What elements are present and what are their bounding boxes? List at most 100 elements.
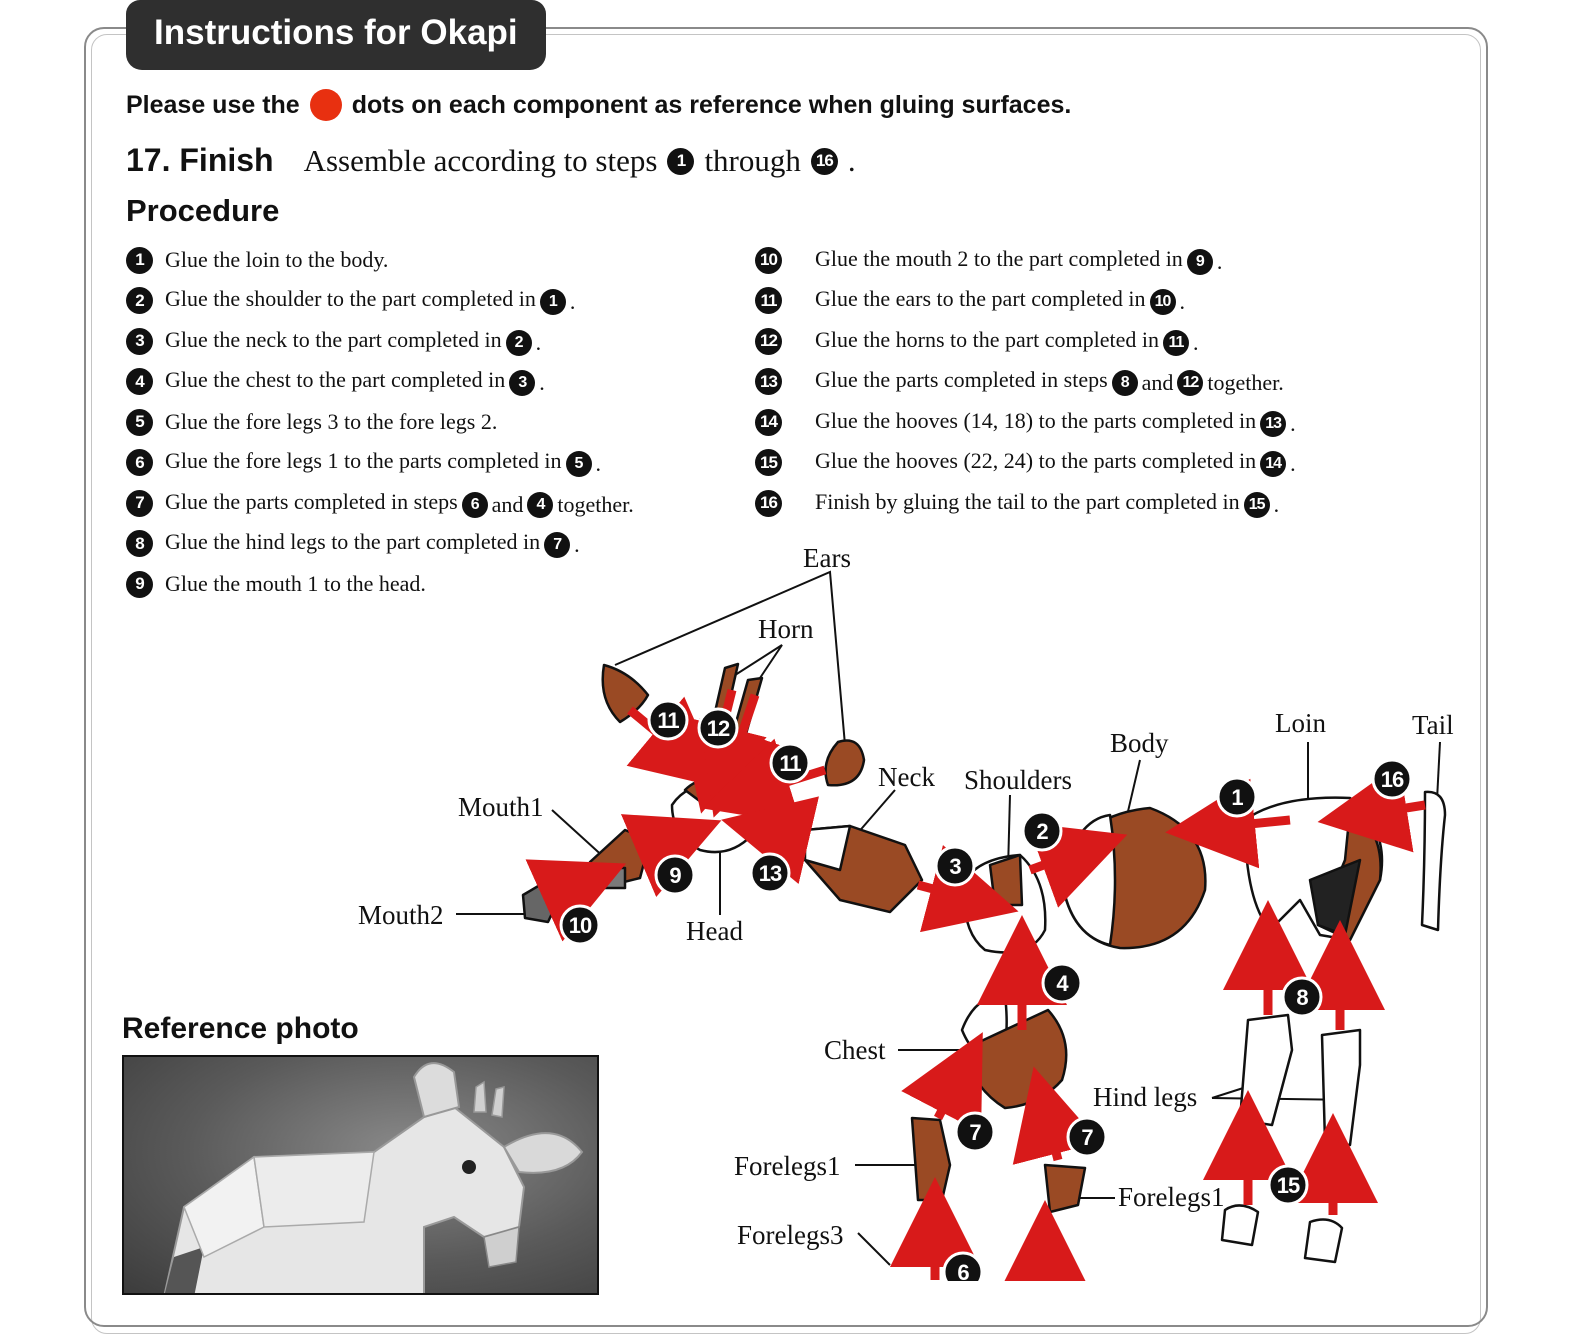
step-number-badge: 11 xyxy=(755,287,782,315)
step-reference: 10 . xyxy=(1149,289,1185,316)
step-number-badge: 14 xyxy=(755,408,782,436)
step-reference: 11 . xyxy=(1162,329,1198,356)
procedure-step-text: Finish by gluing the tail to the part co… xyxy=(815,489,1279,518)
step-number-badge: 13 xyxy=(755,368,782,396)
procedure-step: 1 Glue the loin to the body. xyxy=(126,240,634,281)
step-number-badge: 3 xyxy=(126,327,153,355)
step-reference: 2 . xyxy=(505,329,541,356)
step-number-badge: 2 xyxy=(126,287,153,315)
procedure-step-instruction: Glue the fore legs 3 to the fore legs 2. xyxy=(165,409,498,435)
step-number-badge: 3 xyxy=(509,370,536,397)
procedure-step-instruction: Glue the parts completed in steps xyxy=(815,367,1108,393)
step-reference-tail: together. xyxy=(1207,370,1284,396)
step-reference: 1 . xyxy=(539,289,575,316)
step-number-badge: 13 xyxy=(1260,410,1287,437)
finish-text-after: . xyxy=(847,143,856,178)
procedure-step-instruction: Glue the ears to the part completed in xyxy=(815,286,1146,312)
okapi-photo-illustration xyxy=(163,1062,584,1293)
step-number-badge: 7 xyxy=(126,489,153,517)
procedure-step-instruction: Glue the mouth 2 to the part completed i… xyxy=(815,245,1183,271)
step-reference-conjunction: and xyxy=(491,491,524,517)
step-number-badge: 2 xyxy=(505,329,532,356)
procedure-step: 11 Glue the ears to the part completed in… xyxy=(755,281,1296,322)
step-reference-tail: together. xyxy=(557,491,634,517)
finish-label: 17. Finish xyxy=(126,142,274,178)
step-number-badge: 15 xyxy=(755,449,782,477)
procedure-step: 4 Glue the chest to the part completed in… xyxy=(126,362,634,403)
red-dot-icon xyxy=(309,89,342,121)
step-reference-conjunction: and xyxy=(1141,370,1174,396)
finish-row: 17. Finish Assemble according to steps 1… xyxy=(126,142,856,179)
procedure-step-text: Glue the loin to the body. xyxy=(165,247,388,273)
step-number-badge: 14 xyxy=(1260,451,1287,478)
procedure-step-instruction: Glue the mouth 1 to the head. xyxy=(165,571,426,597)
glue-note-before: Please use the xyxy=(126,90,300,119)
procedure-step-instruction: Finish by gluing the tail to the part co… xyxy=(815,488,1240,514)
procedure-step-instruction: Glue the chest to the part completed in xyxy=(165,367,506,393)
procedure-step-text: Glue the fore legs 1 to the parts comple… xyxy=(165,448,601,478)
step-number-badge: 4 xyxy=(126,368,153,396)
step-reference: 5 . xyxy=(565,451,601,478)
procedure-step: 5 Glue the fore legs 3 to the fore legs 2… xyxy=(126,402,634,443)
finish-text-before: Assemble according to steps xyxy=(303,143,658,178)
steps-list-right: 10 Glue the mouth 2 to the part completed… xyxy=(755,240,1296,524)
procedure-step-text: Glue the mouth 2 to the part completed i… xyxy=(815,246,1222,275)
glue-note-after: dots on each component as reference when… xyxy=(351,90,1072,119)
procedure-step-text: Glue the fore legs 3 to the fore legs 2. xyxy=(165,409,497,435)
step-number-badge: 4 xyxy=(527,491,554,518)
procedure-step-instruction: Glue the hooves (14, 18) to the parts co… xyxy=(815,407,1257,433)
procedure-step: 9 Glue the mouth 1 to the head. xyxy=(126,564,634,605)
step-number-badge: 1 xyxy=(539,289,566,316)
step-reference: 15 . xyxy=(1243,491,1279,518)
procedure-step-text: Glue the hooves (14, 18) to the parts co… xyxy=(815,408,1296,437)
procedure-step: 8 Glue the hind legs to the part complete… xyxy=(126,524,634,565)
step-reference: 14 . xyxy=(1260,451,1296,478)
step-number-badge: 6 xyxy=(461,491,488,518)
glue-note: Please use the dots on each component as… xyxy=(126,89,1071,121)
step-number-badge: 8 xyxy=(1111,370,1138,397)
procedure-step: 10 Glue the mouth 2 to the part completed… xyxy=(755,240,1296,281)
step-number-badge: 15 xyxy=(1243,491,1270,518)
finish-text-middle: through xyxy=(704,143,801,178)
procedure-step-text: Glue the shoulder to the part completed … xyxy=(165,286,575,316)
step-number-badge: 1 xyxy=(667,147,695,175)
procedure-step-text: Glue the hind legs to the part completed… xyxy=(165,529,580,559)
procedure-step-instruction: Glue the neck to the part completed in xyxy=(165,326,502,352)
step-reference: 3 . xyxy=(509,370,545,397)
page-title: Instructions for Okapi xyxy=(126,0,546,70)
procedure-step: 15 Glue the hooves (22, 24) to the parts … xyxy=(755,443,1296,484)
step-number-badge: 5 xyxy=(126,408,153,436)
step-number-badge: 5 xyxy=(565,451,592,478)
step-number-badge: 9 xyxy=(126,570,153,598)
step-number-badge: 8 xyxy=(126,530,153,558)
step-reference: 13 . xyxy=(1260,410,1296,437)
procedure-step: 16 Finish by gluing the tail to the part … xyxy=(755,483,1296,524)
step-number-badge: 11 xyxy=(1162,329,1189,356)
step-number-badge: 6 xyxy=(126,449,153,477)
step-reference: 9 . xyxy=(1186,248,1222,275)
procedure-step-instruction: Glue the horns to the part completed in xyxy=(815,326,1159,352)
step-number-badge: 1 xyxy=(126,246,153,274)
step-number-badge: 16 xyxy=(755,489,782,517)
procedure-step-instruction: Glue the hind legs to the part completed… xyxy=(165,529,541,555)
step-number-badge: 10 xyxy=(755,246,782,274)
step-number-badge: 16 xyxy=(810,147,838,175)
step-number-badge: 9 xyxy=(1186,248,1213,275)
finish-text: Assemble according to steps 1 through 16… xyxy=(304,143,856,179)
procedure-step-instruction: Glue the hooves (22, 24) to the parts co… xyxy=(815,448,1257,474)
procedure-step: 2 Glue the shoulder to the part completed… xyxy=(126,281,634,322)
procedure-heading: Procedure xyxy=(126,193,280,228)
reference-photo xyxy=(122,1055,599,1295)
procedure-step-instruction: Glue the loin to the body. xyxy=(165,247,389,273)
